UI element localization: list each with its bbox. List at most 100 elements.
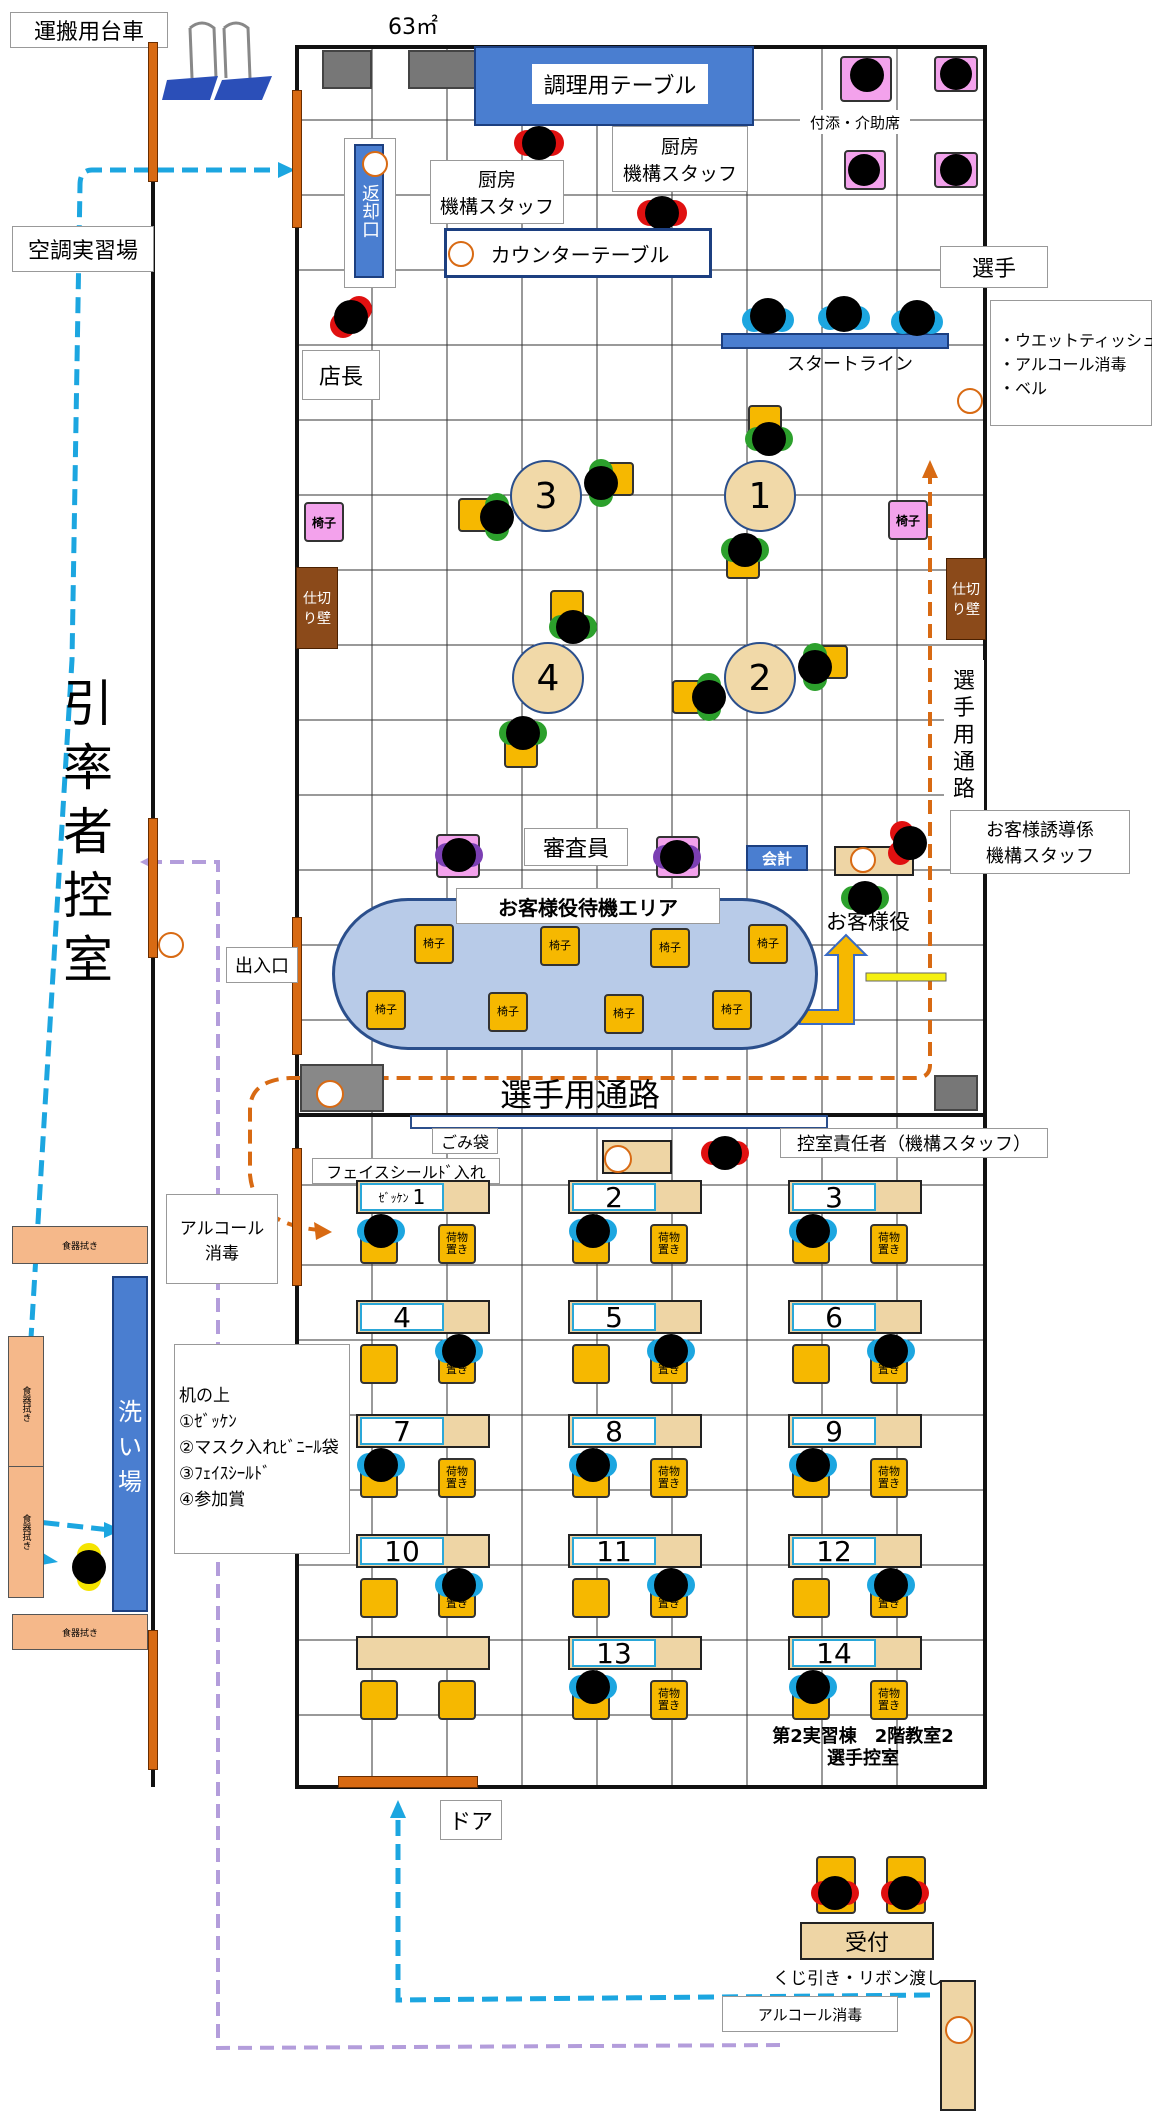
shelf (410, 1115, 828, 1129)
reception-door (940, 1980, 976, 2111)
door (292, 90, 302, 228)
route-arrow (922, 460, 938, 478)
baggage-chair: 荷物 置き (650, 1680, 688, 1720)
guest-role-label: お客様役 (826, 910, 910, 934)
player-chair (792, 1578, 830, 1618)
spare-chair: 椅子 (304, 502, 344, 542)
start-line-label: スタートライン (787, 354, 913, 375)
door-label: ドア (440, 1800, 502, 1840)
bib-number: 8 (572, 1414, 656, 1448)
judge-person (660, 840, 694, 874)
chair (550, 590, 584, 624)
player-person (654, 1334, 688, 1368)
bib-number: 6 (792, 1301, 876, 1334)
wait-chair: 椅子 (540, 926, 580, 966)
door-hinge (448, 241, 474, 267)
baggage-chair: 荷物 置き (438, 1224, 476, 1264)
room-name: 第2実習棟 2階教室2 選手控室 (772, 1726, 954, 1769)
staff-person (645, 196, 679, 230)
guide-staff-label: お客様誘導係 機構スタッフ (950, 810, 1130, 874)
judge-person (442, 838, 476, 872)
door-hinge (850, 847, 876, 873)
counter-table-label: カウンターテーブル (490, 242, 670, 267)
player-label: 選手 (940, 246, 1048, 288)
start-line (721, 333, 949, 349)
sink-box (408, 50, 478, 89)
player-person (750, 298, 786, 334)
bib-number-text: 5 (605, 1300, 623, 1334)
reception-staff-person (818, 1876, 852, 1910)
table-3: 3 (510, 460, 582, 532)
attendant-person (940, 154, 972, 186)
garbage-label: ごみ袋 (432, 1128, 498, 1154)
kitchen-staff-label-right: 厨房 機構スタッフ (612, 126, 748, 192)
bib-number-text: 4 (393, 1300, 411, 1334)
reception-staff-person (888, 1876, 922, 1910)
guest-person (480, 500, 514, 534)
manager-person (334, 300, 368, 334)
staff-person (522, 126, 556, 160)
player-person (796, 1670, 830, 1704)
manager-label: 店長 (302, 350, 380, 400)
door (148, 818, 158, 958)
door-hinge (604, 1145, 632, 1173)
storage-box (934, 1075, 978, 1111)
door-hinge (945, 2016, 973, 2044)
bell-icon (957, 388, 983, 414)
lottery-label: くじ引き・リボン渡し (773, 1968, 943, 1989)
player-person (442, 1568, 476, 1602)
attendant-person (940, 58, 972, 90)
guest-person (798, 650, 832, 684)
reception-desk: 受付 (800, 1922, 934, 1960)
baggage-chair (438, 1680, 476, 1720)
wait-chair: 椅子 (604, 994, 644, 1034)
door (292, 917, 302, 1055)
bib-number: 5 (572, 1300, 656, 1334)
ac-room-label: 空調実習場 (12, 226, 154, 272)
table-4: 4 (512, 642, 584, 714)
wait-chair: 椅子 (414, 924, 454, 964)
dish-wiper-station: 食器拭き (12, 1226, 148, 1264)
door (148, 42, 158, 182)
staff-route-blue (17, 167, 270, 1533)
cart-icon (162, 18, 282, 104)
wait-chair: 椅子 (748, 924, 788, 964)
cart-label: 運搬用台車 (10, 12, 168, 48)
player-person (874, 1568, 908, 1602)
sink-box (322, 50, 372, 89)
table-2: 2 (724, 642, 796, 714)
kitchen-staff-label-left: 厨房 機構スタッフ (430, 160, 564, 224)
attendant-person (848, 154, 880, 186)
bib-number: 9 (792, 1414, 876, 1448)
bib-number-text: 8 (605, 1414, 623, 1448)
bib-number-text: 14 (816, 1636, 852, 1670)
face-shield-label: フェイスシールﾄﾞ入れ (312, 1158, 500, 1184)
wait-chair: 椅子 (650, 928, 690, 968)
guest-person (584, 466, 618, 500)
bib-number-text: 12 (816, 1534, 852, 1568)
wait-chair: 椅子 (366, 990, 406, 1030)
bib-number-text: 9 (825, 1414, 843, 1448)
alcohol-label: アルコール 消毒 (166, 1194, 278, 1284)
bib-number-text: 10 (384, 1534, 420, 1568)
bib-word: ｾﾞｯｹﾝ (378, 1190, 409, 1205)
dish-wiper-station: 食器拭き (12, 1614, 148, 1650)
table-1: 1 (724, 460, 796, 532)
baggage-chair: 荷物 置き (870, 1224, 908, 1264)
player-passage-horizontal: 選手用通路 (499, 1076, 660, 1114)
bib-number: 10 (360, 1534, 444, 1568)
player-passage-vertical: 選 手 用 通 路 (944, 660, 984, 810)
guest-person (506, 716, 540, 750)
player-person (654, 1568, 688, 1602)
route-arrow (278, 162, 295, 178)
door (292, 1148, 302, 1286)
player-chair (360, 1578, 398, 1618)
baggage-chair: 荷物 置き (870, 1680, 908, 1720)
dish-wiper-station: 食器拭き (8, 1336, 44, 1472)
player-person (874, 1334, 908, 1368)
wash-area: 洗 い 場 (112, 1276, 148, 1612)
door-hinge (316, 1080, 344, 1108)
door-hinge (158, 932, 184, 958)
